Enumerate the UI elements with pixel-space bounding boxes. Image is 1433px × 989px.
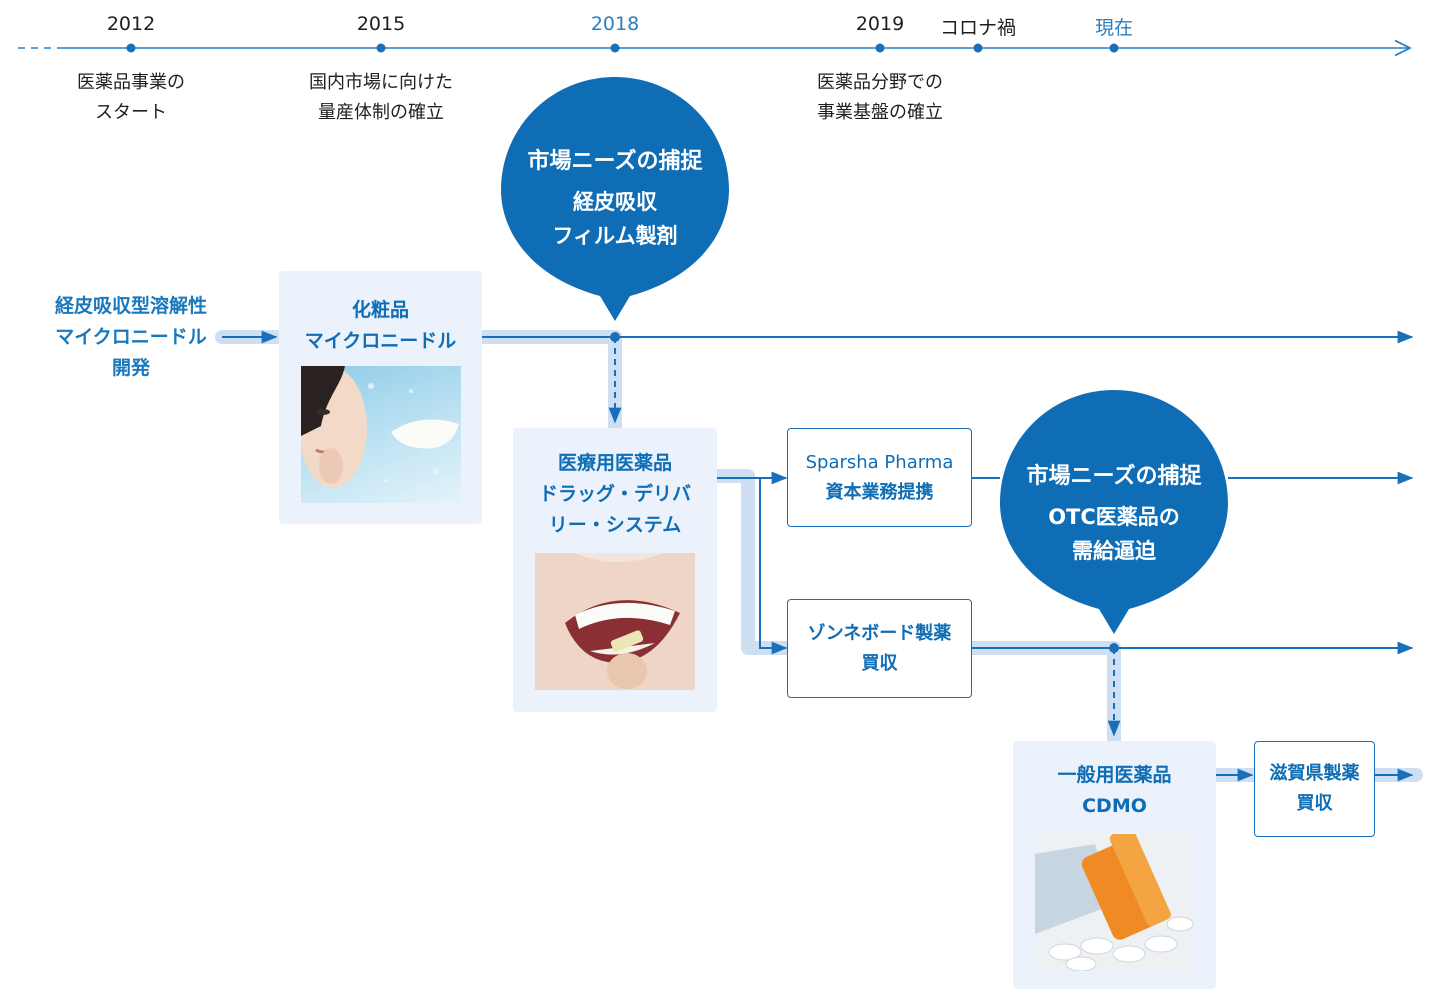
year-now: 現在 bbox=[1094, 17, 1134, 39]
milestone-line: 量産体制の確立 bbox=[318, 102, 444, 123]
year-corona: コロナ禍 bbox=[939, 17, 1017, 39]
year-2015: 2015 bbox=[356, 13, 406, 35]
woman-with-under-eye-patch-photo bbox=[301, 366, 461, 503]
timeline-dot-corona bbox=[973, 43, 983, 53]
bubble-corona: 市場ニーズの捕捉 OTC医薬品の 需給逼迫 bbox=[1000, 458, 1228, 568]
timeline-dot-now bbox=[1109, 43, 1119, 53]
milestone-2019: 医薬品分野での 事業基盤の確立 bbox=[765, 68, 995, 128]
origin-line: マイクロニードル bbox=[55, 326, 207, 348]
pill-bottle-and-tablets-photo bbox=[1035, 834, 1194, 971]
panel-line: CDMO bbox=[1082, 795, 1147, 817]
bubble-line: 需給逼迫 bbox=[1072, 539, 1156, 563]
origin-line: 経皮吸収型溶解性 bbox=[54, 295, 207, 317]
box-line: 買収 bbox=[861, 652, 898, 674]
bubble-title: 市場ニーズの捕捉 bbox=[527, 149, 703, 174]
year-2018: 2018 bbox=[590, 13, 640, 35]
panel-pharma-dds: 医療用医薬品 ドラッグ・デリバ リー・システム bbox=[513, 428, 717, 712]
box-line: 滋賀県製薬 bbox=[1269, 763, 1360, 784]
box-line: 資本業務提携 bbox=[825, 481, 934, 503]
junction-dot-corona bbox=[1109, 643, 1119, 653]
bubble-line: 経皮吸収 bbox=[573, 190, 657, 214]
timeline-dot-2019 bbox=[875, 43, 885, 53]
bubble-title: 市場ニーズの捕捉 bbox=[1026, 464, 1202, 489]
junction-dot-2018 bbox=[610, 332, 620, 342]
panel-title: 医療用医薬品 ドラッグ・デリバ リー・システム bbox=[513, 448, 717, 541]
milestone-line: 国内市場に向けた bbox=[309, 72, 453, 93]
box-shiga-seiyaku: 滋賀県製薬 買収 bbox=[1254, 741, 1375, 837]
panel-title: 化粧品 マイクロニードル bbox=[279, 295, 482, 357]
panel-otc-cdmo: 一般用医薬品 CDMO bbox=[1013, 741, 1216, 989]
year-2012: 2012 bbox=[106, 13, 156, 35]
panel-line: ドラッグ・デリバ bbox=[538, 483, 691, 505]
origin-label: 経皮吸収型溶解性 マイクロニードル 開発 bbox=[31, 291, 231, 384]
year-2019: 2019 bbox=[855, 13, 905, 35]
bubble-line: OTC医薬品の bbox=[1048, 505, 1180, 529]
panel-line: マイクロニードル bbox=[304, 330, 457, 352]
timeline-dot-2018 bbox=[610, 43, 620, 53]
box-zonnebodo: ゾンネボード製薬 買収 bbox=[787, 599, 972, 698]
box-line: Sparsha Pharma bbox=[805, 451, 954, 473]
timeline-dot-2012 bbox=[126, 43, 136, 53]
timeline-dot-2015 bbox=[376, 43, 386, 53]
milestone-line: 医薬品事業の bbox=[77, 72, 185, 93]
milestone-2012: 医薬品事業の スタート bbox=[16, 68, 246, 128]
milestone-line: 医薬品分野での bbox=[817, 72, 943, 93]
box-line: 買収 bbox=[1296, 793, 1333, 814]
panel-title: 一般用医薬品 CDMO bbox=[1013, 760, 1216, 822]
panel-line: 一般用医薬品 bbox=[1057, 764, 1172, 786]
milestone-2015: 国内市場に向けた 量産体制の確立 bbox=[266, 68, 496, 128]
panel-line: 化粧品 bbox=[351, 299, 409, 321]
box-line: ゾンネボード製薬 bbox=[807, 622, 952, 644]
arrow-to-zonne bbox=[716, 477, 788, 655]
milestone-line: 事業基盤の確立 bbox=[817, 102, 943, 123]
panel-line: リー・システム bbox=[548, 514, 682, 536]
woman-placing-oral-film-photo bbox=[535, 553, 695, 690]
panel-line: 医療用医薬品 bbox=[557, 452, 672, 474]
bubble-line: フィルム製剤 bbox=[552, 224, 678, 248]
bubble-2018: 市場ニーズの捕捉 経皮吸収 フィルム製剤 bbox=[501, 143, 729, 253]
milestone-line: スタート bbox=[95, 102, 167, 123]
timeline-ticks bbox=[126, 43, 1119, 53]
bubble-corona-shape bbox=[1000, 390, 1228, 634]
band-branch bbox=[709, 469, 794, 655]
box-sparsha-pharma: Sparsha Pharma 資本業務提携 bbox=[787, 428, 972, 527]
panel-cosmetics: 化粧品 マイクロニードル bbox=[279, 271, 482, 524]
bubble-2018-shape bbox=[501, 77, 729, 321]
origin-line: 開発 bbox=[111, 357, 150, 379]
